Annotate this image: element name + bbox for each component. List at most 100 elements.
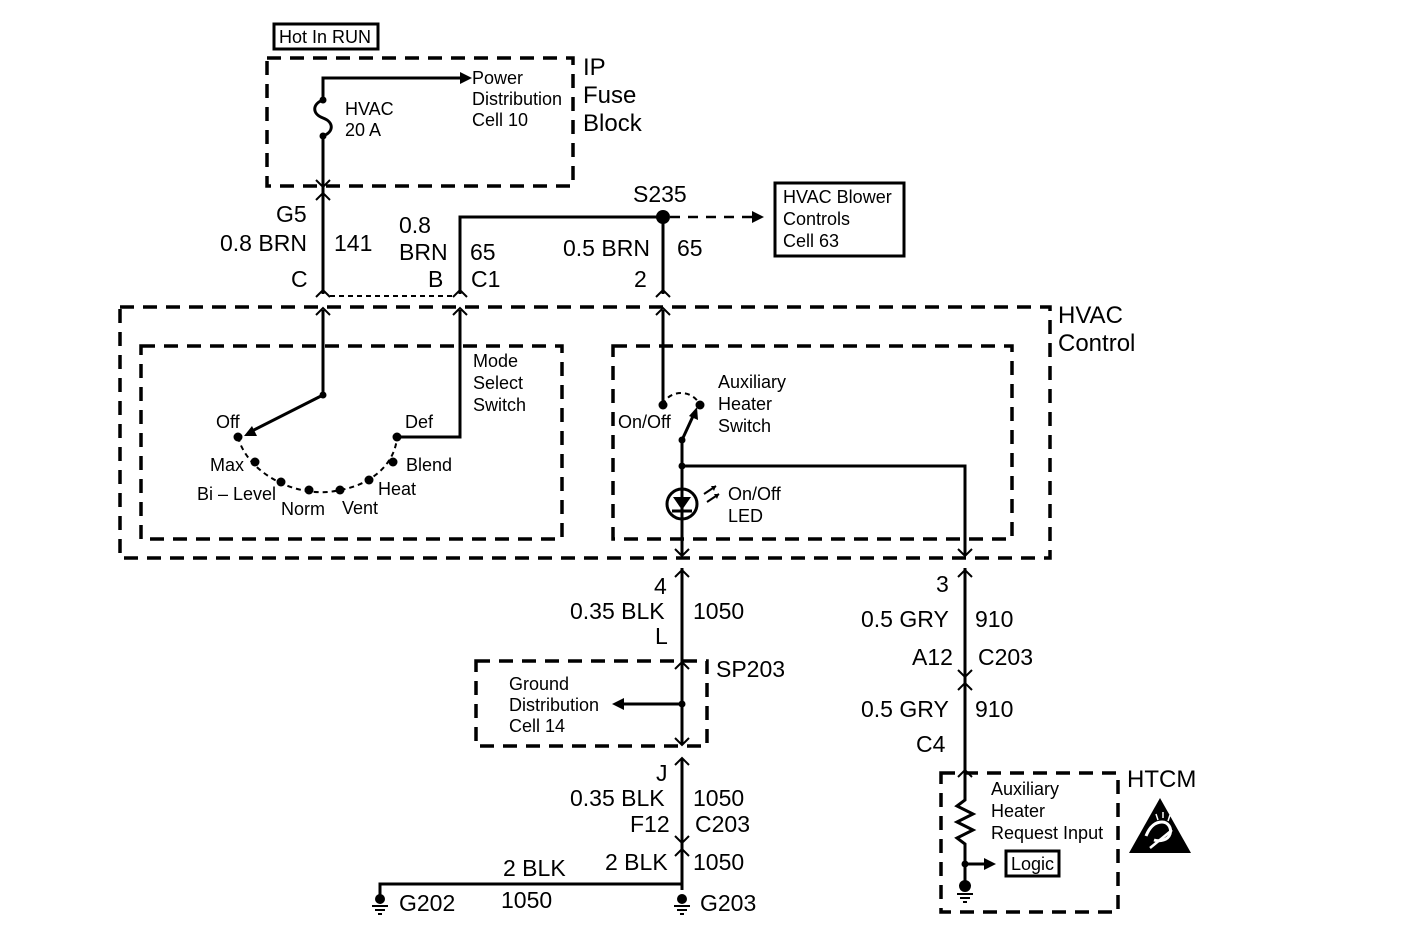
wire-g202-circuit: 1050 xyxy=(501,887,552,913)
g202-ground-icon xyxy=(372,905,388,915)
pos-heat-label: Heat xyxy=(378,479,416,499)
wire-65-left-color: BRN xyxy=(399,239,448,265)
mode-switch-arc xyxy=(237,436,398,494)
wire-1050-mid-circuit: 1050 xyxy=(693,785,744,811)
hot-in-run-box xyxy=(272,22,380,51)
sp203-bottom-arrow xyxy=(674,737,690,747)
fuse-terminal-top xyxy=(319,96,327,104)
hvac-fuse-symbol xyxy=(313,98,333,138)
led-circle xyxy=(665,487,699,521)
aux-heater-1: Auxiliary xyxy=(718,372,786,392)
ip-fuse-block-label-1: IP xyxy=(583,54,606,81)
f12-arrow xyxy=(674,835,690,845)
ground-g203-label: G203 xyxy=(700,890,756,916)
g5-connector-arrow xyxy=(315,179,331,189)
led-diode-symbol xyxy=(673,497,691,510)
pin-3-chevron xyxy=(957,568,973,578)
sp203-top-chevron xyxy=(674,660,690,670)
wire-65-right-circuit: 65 xyxy=(677,235,703,261)
ip-fuse-block-outline xyxy=(265,56,575,188)
wire-1050-top-circuit: 1050 xyxy=(693,598,744,624)
htcm-logic-arrow xyxy=(984,858,996,870)
splice-s235-label: S235 xyxy=(633,181,687,207)
wire-1050-bottom-circuit: 1050 xyxy=(693,849,744,875)
htcm-ground-dot xyxy=(959,880,971,892)
pos-vent-label: Vent xyxy=(342,498,378,518)
hot-in-run-label: Hot In RUN xyxy=(279,27,371,47)
wire-910-bottom-circuit: 910 xyxy=(975,696,1013,722)
power-distribution-3: Cell 10 xyxy=(472,110,528,130)
ground-distribution-2: Distribution xyxy=(509,695,599,715)
ground-g202-label: G202 xyxy=(399,890,455,916)
ip-fuse-block-label-3: Block xyxy=(583,110,643,137)
g203-ground-icon xyxy=(674,905,690,915)
pin-j-chevron xyxy=(674,756,690,766)
wire-910-top-color: 0.5 GRY xyxy=(861,606,949,632)
htcm-input-2: Heater xyxy=(991,801,1045,821)
wire-65-left-connector: C1 xyxy=(471,266,500,292)
hvac-blower-box xyxy=(773,181,906,258)
wire-65-left-circuit: 65 xyxy=(470,239,496,265)
pin-c-chevron xyxy=(315,288,331,298)
sp203-outline xyxy=(474,659,709,748)
aux-request-wire xyxy=(682,464,967,555)
pos-blend-label: Blend xyxy=(406,455,452,475)
hvac-control-label-2: Control xyxy=(1058,330,1135,357)
pos-def-label: Def xyxy=(405,412,434,432)
wire-910-bottom-color: 0.5 GRY xyxy=(861,696,949,722)
g202-dot xyxy=(375,894,385,904)
htcm-outline xyxy=(939,771,1120,914)
hvac-out-arrow-right xyxy=(957,548,973,558)
esd-warning-icon xyxy=(1129,798,1191,853)
power-distribution-1: Power xyxy=(472,68,523,88)
pos-def-dot xyxy=(392,432,402,442)
power-distribution-arrow xyxy=(460,72,472,84)
hvac-blower-1: HVAC Blower xyxy=(783,187,892,207)
htcm-ground-icon xyxy=(957,893,973,903)
led-ray-tips xyxy=(711,486,719,499)
led-label-1: On/Off xyxy=(728,484,782,504)
ground-distribution-1: Ground xyxy=(509,674,569,694)
sp203-label: SP203 xyxy=(716,656,785,682)
wire-to-g202 xyxy=(378,882,682,897)
pos-vent-dot xyxy=(335,485,345,495)
g203-dot xyxy=(677,894,687,904)
aux-switch-position: On/Off xyxy=(618,412,672,432)
pos-max-label: Max xyxy=(210,455,244,475)
hvac-out-arrow-left xyxy=(674,548,690,558)
aux-heater-3: Switch xyxy=(718,416,771,436)
power-distribution-2: Distribution xyxy=(472,89,562,109)
pin-b-chevron xyxy=(452,288,468,298)
pos-max-dot xyxy=(250,457,260,467)
pin-2-chevron xyxy=(655,288,671,298)
pos-norm-dot xyxy=(304,485,314,495)
mode-switch-input-arrow xyxy=(315,306,331,316)
mode-select-switch-outline xyxy=(139,344,564,541)
wire-910-top-pin: 3 xyxy=(936,571,949,597)
aux-switch-travel-arc xyxy=(662,392,701,406)
htcm-logic-label: Logic xyxy=(1011,854,1054,874)
g5-connector-chevron xyxy=(315,191,331,201)
wire-1050-top-color: 0.35 BLK xyxy=(570,598,665,624)
hvac-blower-2: Controls xyxy=(783,209,850,229)
pos-bilevel-label: Bi – Level xyxy=(197,484,276,504)
mode-select-1: Mode xyxy=(473,351,518,371)
htcm-input-chevron xyxy=(957,768,973,778)
wire-910-top-connector: C203 xyxy=(978,644,1033,670)
hvac-control-label-1: HVAC xyxy=(1058,302,1123,329)
wire-1050-top-pin2: L xyxy=(655,623,668,649)
pos-bilevel-dot xyxy=(276,477,286,487)
wire-65-right-pin: 2 xyxy=(634,266,647,292)
wire-1050-mid-pin: J xyxy=(656,760,668,786)
pin-4-chevron xyxy=(674,568,690,578)
wire-910-bottom-connector: C4 xyxy=(916,731,946,757)
pos-off-label: Off xyxy=(216,412,241,432)
wire-65-left-pin-b: B xyxy=(428,266,443,292)
pos-off-dot xyxy=(233,432,243,442)
wire-1050-top-pin: 4 xyxy=(654,573,667,599)
wire-910-top-circuit: 910 xyxy=(975,606,1013,632)
wire-65-right-color: 0.5 BRN xyxy=(563,235,650,261)
pos-norm-label: Norm xyxy=(281,499,325,519)
a12-chevron xyxy=(957,681,973,691)
